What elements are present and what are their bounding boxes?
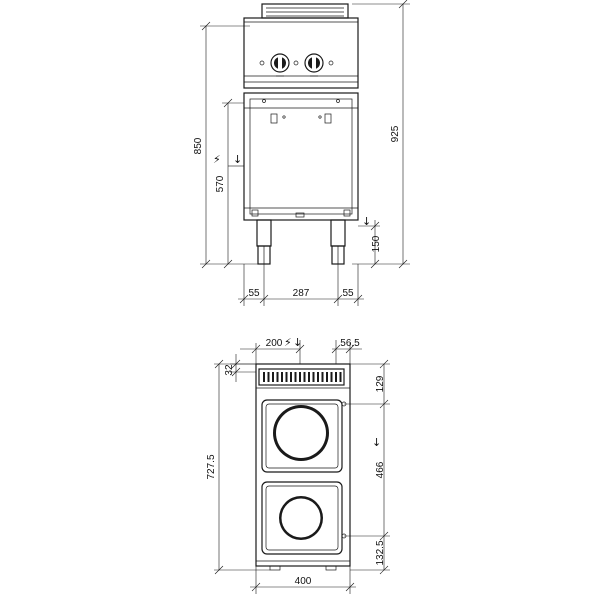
knob-left [270, 53, 290, 73]
dim-height-body: 850 [193, 21, 258, 269]
dim-label-32: 32 [224, 364, 235, 376]
dim-label-55-right: 55 [342, 288, 354, 299]
electric-supply-icon: ⚡ [284, 336, 292, 349]
dim-label-150: 150 [371, 235, 382, 252]
electric-inlet-icon: ⚡ [213, 153, 221, 166]
dim-side-offset: 56.5 [331, 338, 362, 364]
vent-slot [281, 372, 283, 382]
dim-back-strip: 32 [224, 354, 256, 382]
vent-slot [339, 372, 342, 382]
dim-label-850: 850 [193, 137, 204, 154]
dim-width: 400 [250, 566, 356, 594]
dim-electric-inlet-height: 570 ⚡ ↓ [213, 98, 244, 269]
vent-slot [294, 372, 297, 382]
dim-label-55-left: 55 [248, 288, 260, 299]
top-view: 200 ⚡ ↓ 56.5 32 7 [206, 336, 390, 594]
dim-label-466: 466 [375, 461, 386, 478]
dim-leg-spacing: 55 287 55 [238, 264, 364, 306]
dim-water-inlet-height: 150 ↓ [358, 215, 382, 269]
top-vent [261, 3, 349, 19]
dim-label-56-5: 56.5 [340, 338, 360, 349]
dim-label-925: 925 [390, 125, 401, 142]
dim-label-400: 400 [295, 576, 312, 587]
supply-arrow-icon: ↓ [293, 336, 302, 349]
vent-slot [299, 372, 301, 382]
legs [256, 219, 346, 265]
dim-electric-position: 200 ⚡ ↓ [240, 336, 305, 364]
vent-slot [263, 372, 265, 382]
knob-right [304, 53, 324, 73]
dim-label-727-5: 727.5 [206, 454, 217, 479]
dim-label-287: 287 [293, 288, 310, 299]
vent-slot [317, 372, 319, 382]
water-inlet-icon: ↓ [362, 215, 371, 228]
vent-slot [285, 372, 288, 382]
vent-slot [321, 372, 324, 382]
dim-plate-positions: 129 466 132.5 ↓ [344, 359, 390, 575]
dim-label-129: 129 [375, 375, 386, 392]
top-view-body [255, 363, 351, 567]
cabinet [243, 92, 359, 221]
dim-label-132-5: 132.5 [375, 540, 386, 565]
vent-slot [312, 372, 315, 382]
dim-label-570: 570 [215, 175, 226, 192]
vent-slot [330, 372, 333, 382]
hot-plate-front [261, 481, 347, 555]
front-view: 925 850 570 ⚡ ↓ 150 [193, 0, 410, 306]
vent-slot [267, 372, 270, 382]
knob-indicators [259, 60, 334, 77]
vent-slot [308, 372, 310, 382]
hot-plate-rear [261, 399, 347, 473]
plate-axis-arrow-icon: ↓ [372, 436, 381, 449]
vent-slot [335, 372, 337, 382]
inlet-arrow-icon: ↓ [233, 153, 242, 166]
control-panel [243, 17, 359, 89]
dim-depth: 727.5 [206, 359, 270, 575]
top-view-vent [258, 368, 345, 386]
vent-slot [303, 372, 306, 382]
vent-slot [326, 372, 328, 382]
vent-slot [290, 372, 292, 382]
vent-slot [276, 372, 279, 382]
dim-height-overall: 925 [352, 0, 410, 269]
vent-slot [272, 372, 274, 382]
dim-label-200: 200 [266, 338, 283, 349]
